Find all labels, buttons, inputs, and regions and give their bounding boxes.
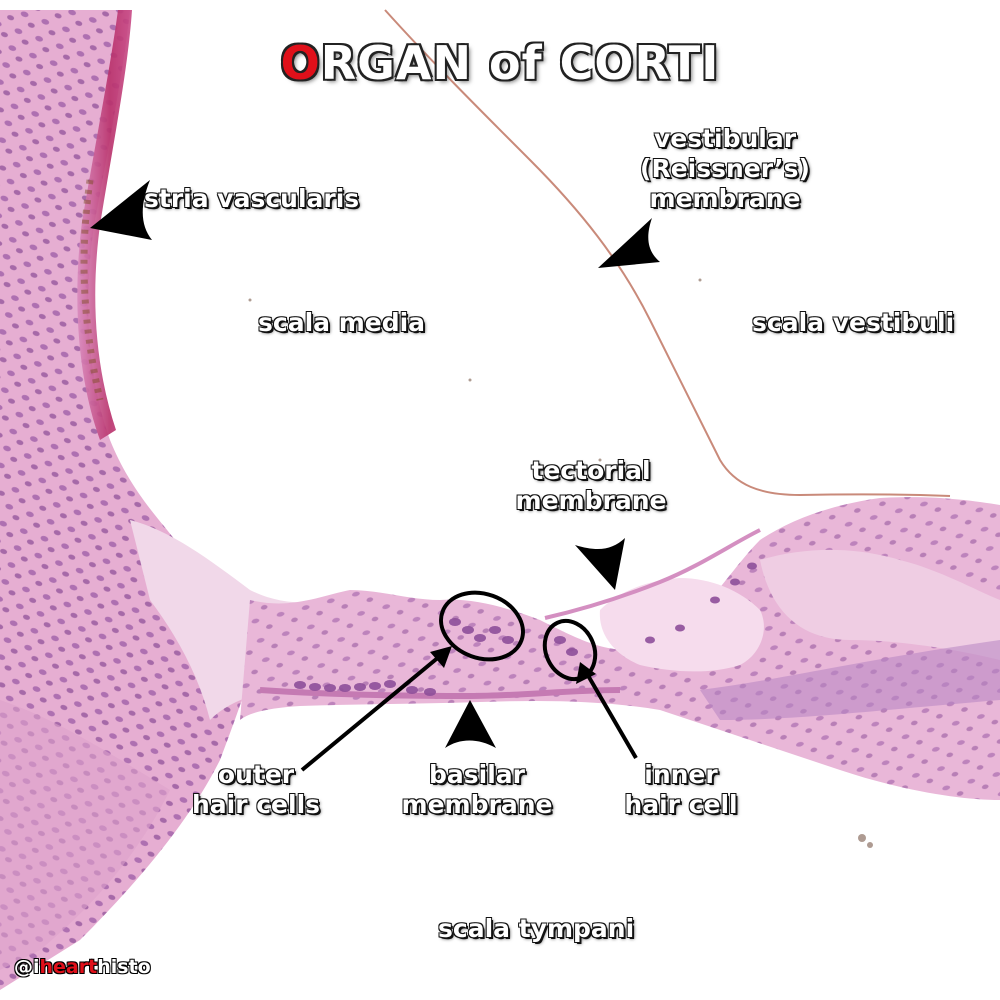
title-rest: RGAN of CORTI bbox=[320, 36, 720, 90]
arrowhead-basilar bbox=[445, 700, 496, 748]
label-vestibular-line2: (Reissner’s) bbox=[640, 154, 811, 184]
basilar-membrane bbox=[259, 687, 621, 700]
arrowhead-reissner bbox=[598, 218, 660, 268]
stria-band bbox=[77, 10, 132, 440]
label-stria-vascularis: stria vascularis bbox=[143, 184, 360, 214]
credit-suffix: histo bbox=[97, 956, 151, 978]
label-outer-hair-cells: outer hair cells bbox=[186, 760, 326, 820]
tectorial-membrane bbox=[544, 528, 761, 620]
credit-prefix: @i bbox=[14, 956, 40, 978]
label-inner-line2: hair cell bbox=[624, 790, 738, 820]
figure-title: ORGAN of CORTI bbox=[0, 36, 1000, 90]
reissners-membrane bbox=[384, 9, 951, 497]
arrow-outer-hair-cells bbox=[300, 654, 442, 772]
label-vestibular-line3: membrane bbox=[649, 184, 801, 214]
label-basilar-membrane: basilar membrane bbox=[394, 760, 560, 820]
label-inner-hair-cell: inner hair cell bbox=[616, 760, 746, 820]
credit-heart: heart bbox=[39, 956, 98, 978]
label-outer-line2: hair cells bbox=[191, 790, 321, 820]
inner-sulcus bbox=[599, 578, 764, 672]
label-vestibular-membrane: vestibular (Reissner’s) membrane bbox=[630, 124, 820, 214]
label-scala-tympani: scala tympani bbox=[437, 914, 635, 944]
label-scala-vestibuli: scala vestibuli bbox=[751, 308, 955, 338]
label-outer-line1: outer bbox=[217, 760, 295, 790]
credit-handle: @ihearthisto bbox=[14, 956, 151, 978]
label-vestibular-line1: vestibular bbox=[653, 124, 797, 154]
arrow-inner-hair-cell bbox=[584, 670, 638, 760]
label-basilar-line1: basilar bbox=[429, 760, 526, 790]
outer-hair-cells-circle bbox=[439, 590, 525, 662]
arrowhead-stria bbox=[90, 180, 152, 240]
label-basilar-line2: membrane bbox=[401, 790, 553, 820]
title-first-letter: O bbox=[280, 36, 321, 90]
label-scala-media: scala media bbox=[257, 308, 426, 338]
label-inner-line1: inner bbox=[644, 760, 718, 790]
label-tectorial-line1: tectorial bbox=[531, 456, 651, 486]
label-tectorial-membrane: tectorial membrane bbox=[506, 456, 676, 516]
arrowhead-tectorial bbox=[575, 538, 625, 590]
label-tectorial-line2: membrane bbox=[515, 486, 667, 516]
